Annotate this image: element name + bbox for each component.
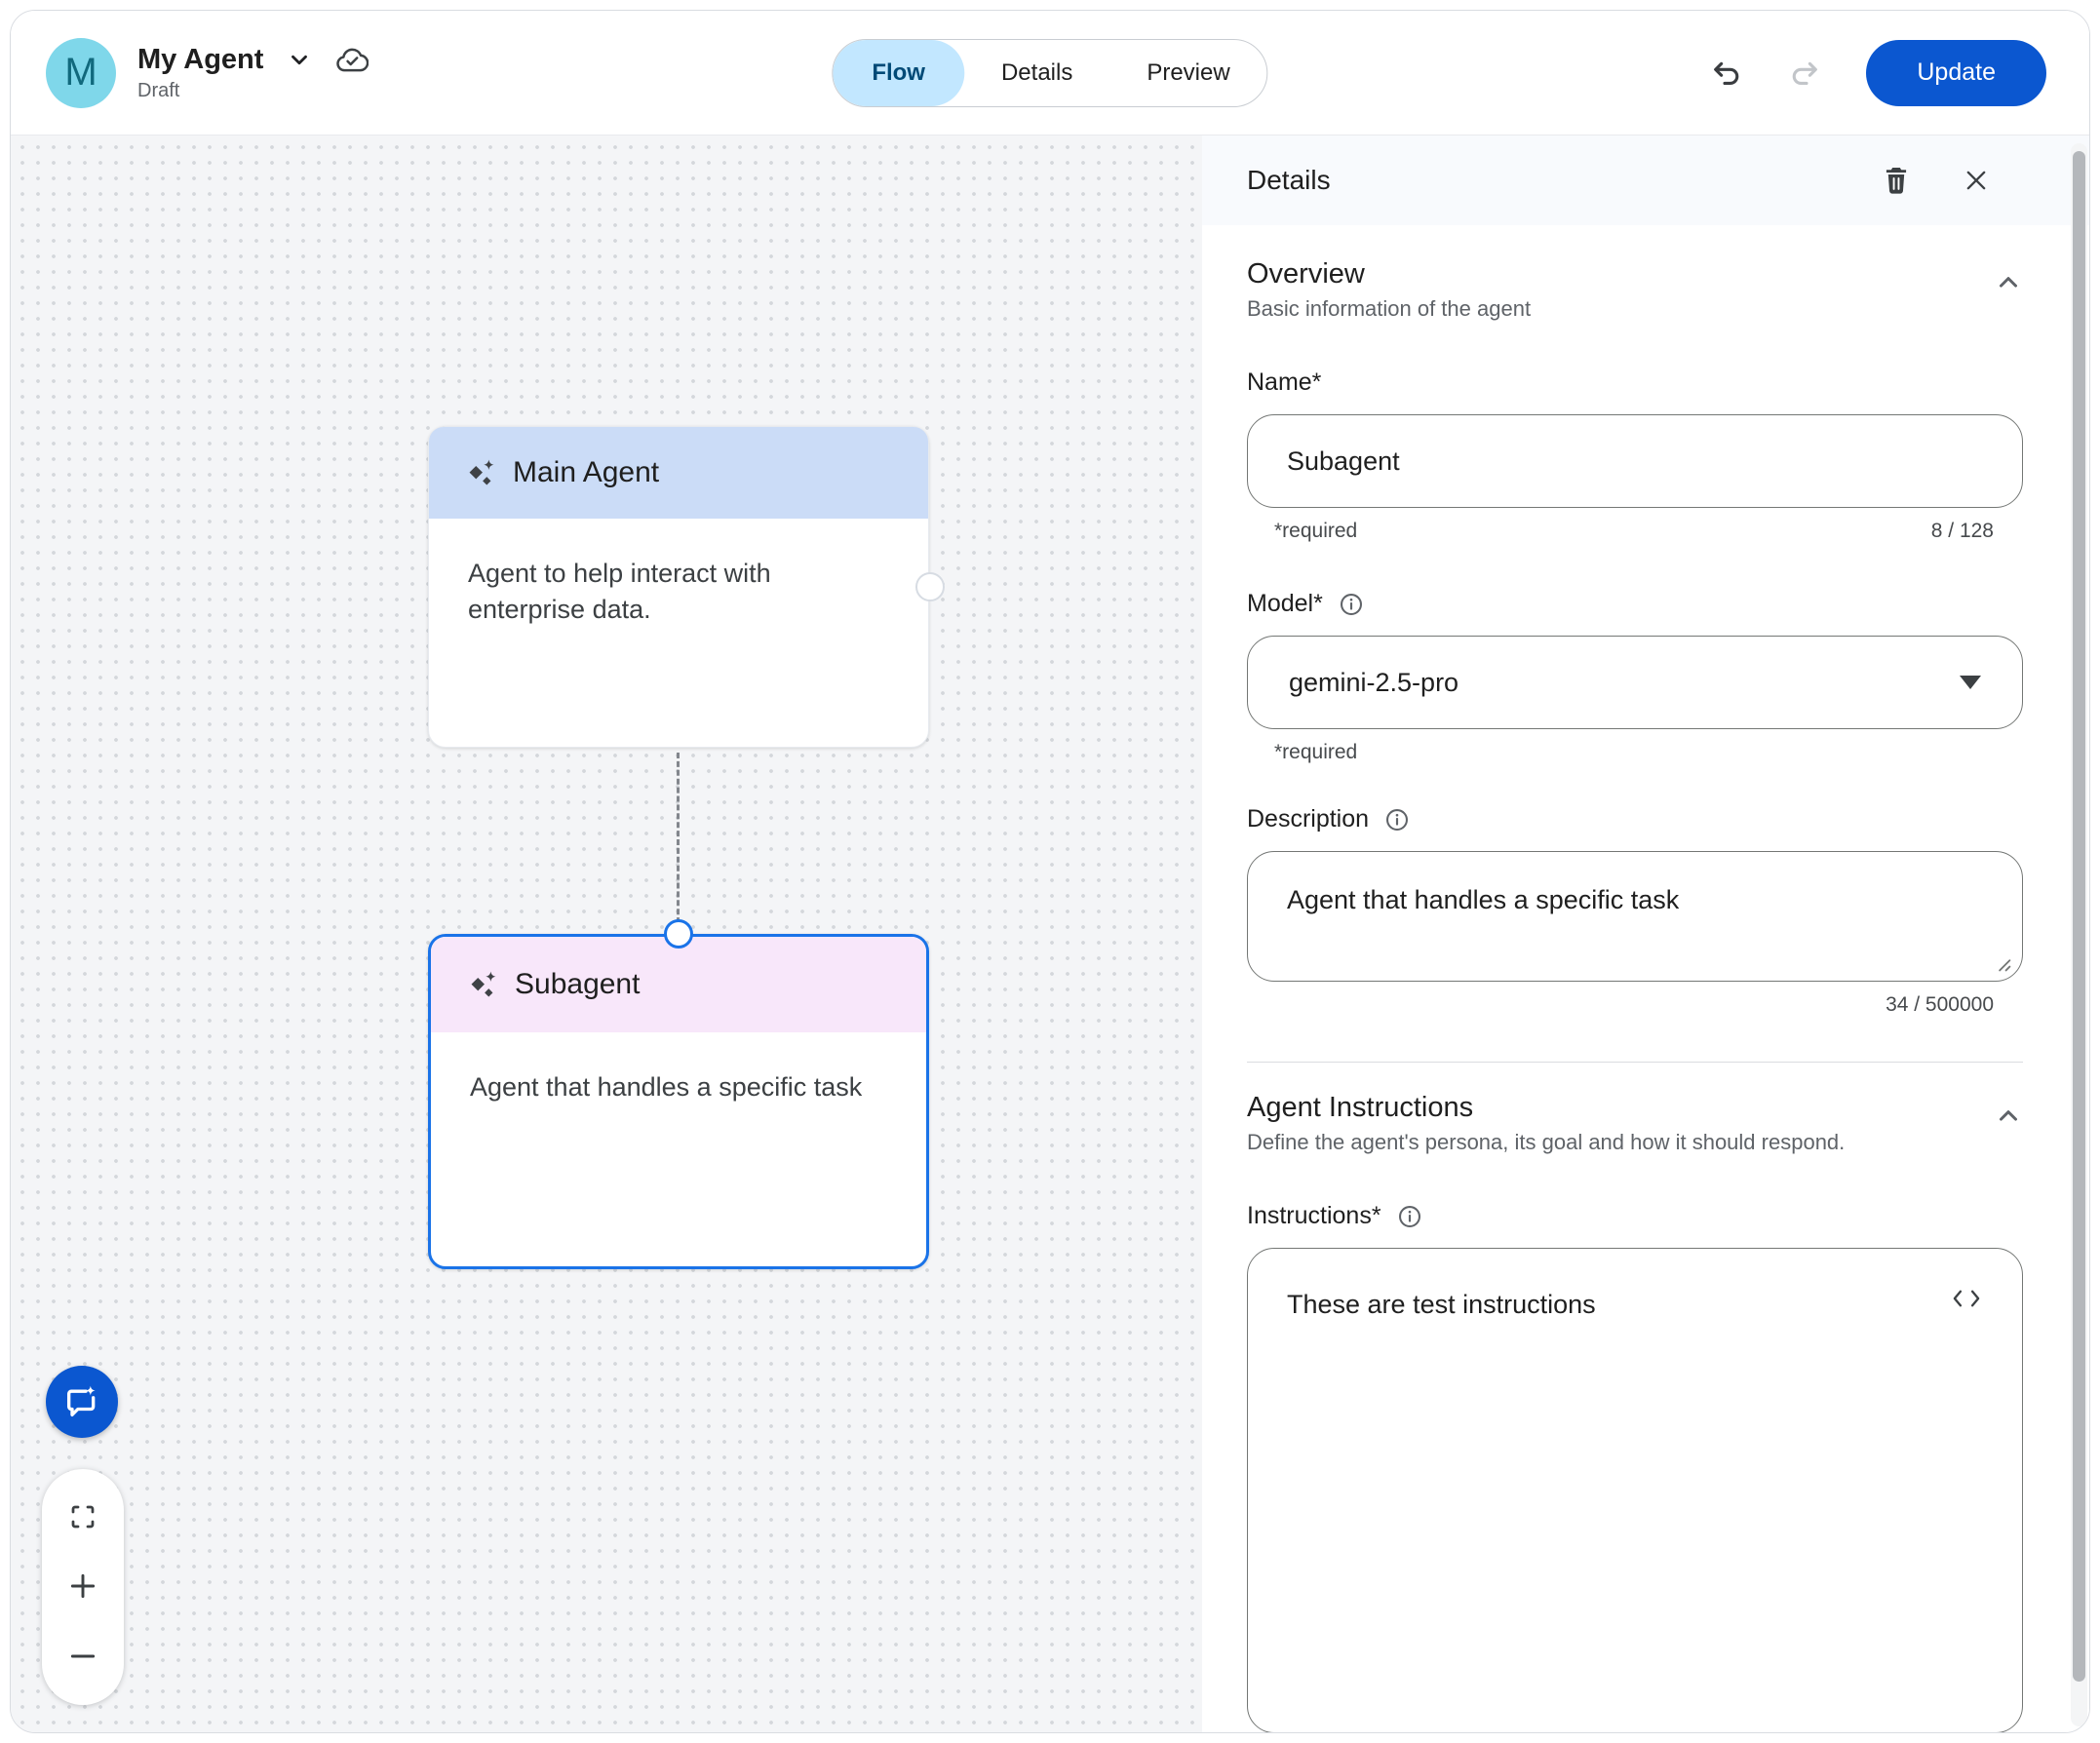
details-panel-header: Details <box>1202 136 2089 225</box>
chat-sparkle-icon <box>62 1382 101 1421</box>
node-description: Agent to help interact with enterprise d… <box>468 559 771 625</box>
redo-icon <box>1788 57 1821 90</box>
details-panel: Details <box>1202 136 2089 1732</box>
tab-preview[interactable]: Preview <box>1109 40 1266 106</box>
node-subagent-header: Subagent <box>431 937 926 1032</box>
dropdown-caret-icon <box>1960 676 1981 689</box>
overview-subheading: Basic information of the agent <box>1247 296 1532 321</box>
avatar: M <box>46 37 116 108</box>
instructions-subheading: Define the agent's persona, its goal and… <box>1247 1130 1846 1154</box>
overview-heading: Overview <box>1247 258 1365 290</box>
model-selected-value: gemini-2.5-pro <box>1289 667 1459 697</box>
node-main-agent-header: Main Agent <box>429 427 928 519</box>
cloud-done-icon <box>335 45 369 74</box>
instructions-heading: Agent Instructions <box>1247 1092 1474 1123</box>
instructions-textarea[interactable]: These are test instructions <box>1248 1249 2022 1732</box>
sparkle-icon <box>468 969 499 1000</box>
section-divider <box>1247 1062 2023 1063</box>
title-menu-button[interactable] <box>287 47 312 72</box>
panel-scrollbar[interactable] <box>2071 143 2087 1726</box>
canvas-controls <box>42 1469 124 1705</box>
name-required-hint: *required <box>1274 520 1358 542</box>
plus-icon <box>67 1570 98 1602</box>
node-main-agent[interactable]: Main Agent Agent to help interact with e… <box>428 426 929 748</box>
app-window: M My Agent Draft <box>10 10 2090 1733</box>
description-textarea[interactable]: Agent that handles a specific task <box>1248 852 2022 981</box>
edge-main-to-subagent <box>677 753 680 932</box>
undo-icon <box>1710 57 1743 90</box>
close-icon <box>1963 167 1990 194</box>
flow-canvas[interactable]: Main Agent Agent to help interact with e… <box>11 136 1202 1732</box>
code-view-button[interactable] <box>1950 1286 1983 1311</box>
model-required-hint: *required <box>1274 741 1358 763</box>
close-panel-button[interactable] <box>1963 167 1990 194</box>
model-label: Model* <box>1247 590 1323 617</box>
details-panel-content: Overview Basic information of the agent … <box>1202 225 2089 1732</box>
fit-view-button[interactable] <box>68 1502 97 1531</box>
chevron-up-icon <box>1994 268 2023 297</box>
input-port-subagent[interactable] <box>664 919 693 949</box>
chevron-up-icon <box>1994 1102 2023 1131</box>
chevron-down-icon <box>287 47 312 72</box>
sparkle-icon <box>466 457 497 488</box>
description-label: Description <box>1247 805 1370 833</box>
chat-assistant-fab[interactable] <box>46 1366 118 1438</box>
tab-flow[interactable]: Flow <box>833 39 964 106</box>
instructions-collapse-button[interactable] <box>1994 1102 2023 1131</box>
zoom-in-button[interactable] <box>67 1570 98 1602</box>
panel-scrollbar-thumb[interactable] <box>2073 151 2085 1682</box>
code-brackets-icon <box>1950 1286 1983 1311</box>
delete-node-button[interactable] <box>1883 166 1910 195</box>
info-icon[interactable] <box>1339 592 1364 617</box>
update-button[interactable]: Update <box>1866 39 2046 106</box>
minus-icon <box>67 1641 98 1672</box>
overview-collapse-button[interactable] <box>1994 268 2023 297</box>
info-icon[interactable] <box>1384 807 1410 833</box>
page-title: My Agent <box>137 43 264 75</box>
name-input[interactable] <box>1247 414 2023 508</box>
output-port-main-agent[interactable] <box>915 572 945 601</box>
description-char-counter: 34 / 500000 <box>1886 993 1994 1016</box>
resize-grip-icon[interactable] <box>1995 955 2012 973</box>
status-badge: Draft <box>137 79 180 101</box>
node-title: Subagent <box>515 968 641 1000</box>
model-select[interactable]: gemini-2.5-pro <box>1247 636 2023 729</box>
node-subagent[interactable]: Subagent Agent that handles a specific t… <box>428 934 929 1269</box>
tab-details[interactable]: Details <box>964 40 1109 106</box>
undo-button[interactable] <box>1710 57 1743 90</box>
toolbar: M My Agent Draft <box>11 11 2089 136</box>
panel-title: Details <box>1247 165 1331 195</box>
node-title: Main Agent <box>513 456 660 488</box>
redo-button[interactable] <box>1788 57 1821 90</box>
name-label: Name* <box>1247 368 1322 396</box>
zoom-out-button[interactable] <box>67 1641 98 1672</box>
view-tab-group: Flow Details Preview <box>832 38 1268 107</box>
name-char-counter: 8 / 128 <box>1930 520 1994 542</box>
fit-screen-icon <box>68 1502 97 1531</box>
node-description: Agent that handles a specific task <box>470 1072 863 1102</box>
instructions-label: Instructions* <box>1247 1202 1381 1229</box>
trash-icon <box>1883 166 1910 195</box>
info-icon[interactable] <box>1397 1204 1422 1229</box>
